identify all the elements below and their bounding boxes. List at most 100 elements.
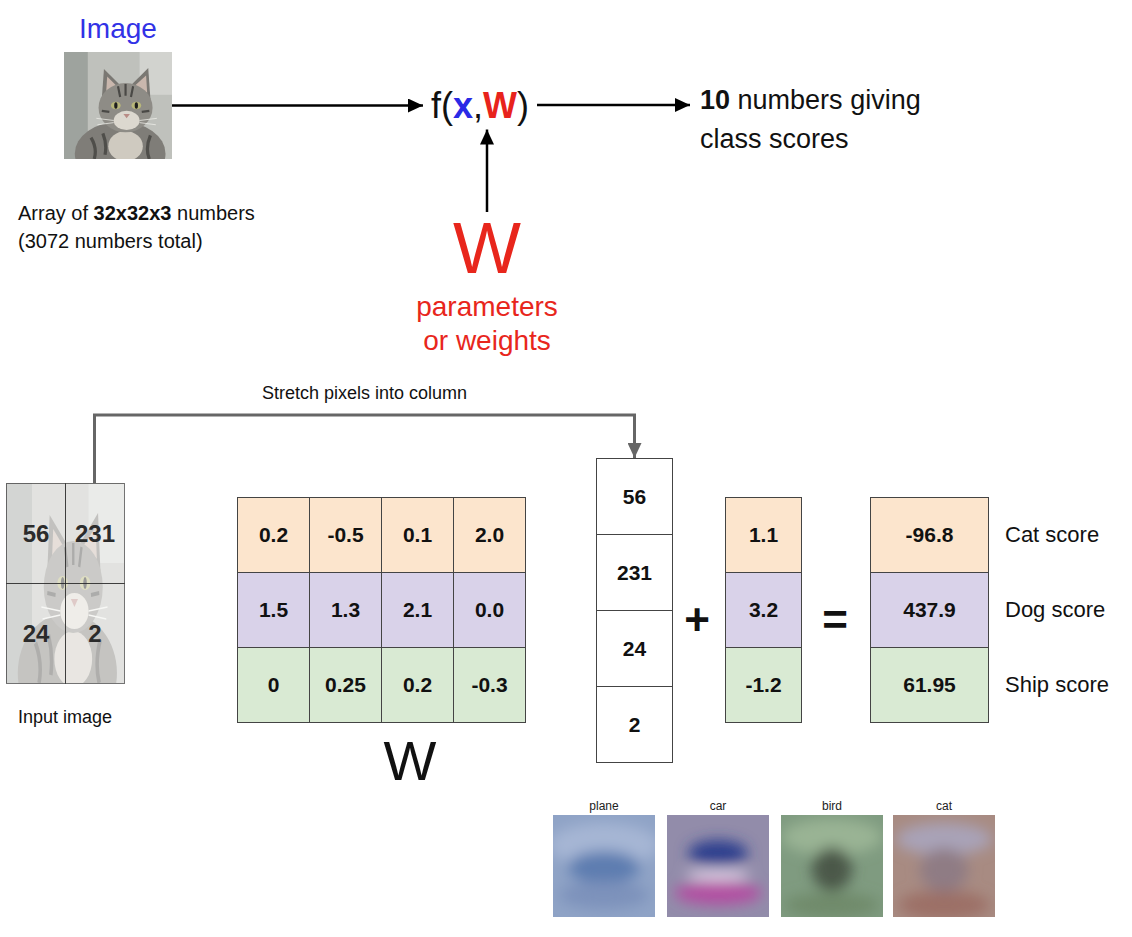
arrow-connector	[95, 415, 635, 483]
text-run: W	[483, 85, 517, 126]
cell-value: 0.2	[259, 523, 288, 547]
parameter-label: Wparameters or weights	[416, 212, 558, 357]
pixel-value: 24	[23, 620, 50, 648]
vector-cell: 24	[596, 610, 673, 687]
matrix-cell: 0.25	[309, 647, 382, 723]
pixel-value: 56	[23, 520, 50, 548]
score-cell: 61.95Ship score	[870, 647, 989, 723]
template-label: bird	[822, 799, 842, 813]
caption: Input image	[18, 707, 112, 729]
cell-value: 437.9	[903, 598, 956, 622]
text-run: x	[453, 85, 473, 126]
arrow-connector	[537, 104, 690, 107]
text-run: (	[441, 85, 453, 126]
text-run: of	[71, 202, 88, 224]
matrix-cell: 0.0	[453, 572, 526, 648]
heading: Image	[79, 12, 157, 46]
plane-template	[549, 815, 659, 917]
cell-value: 0.0	[475, 598, 504, 622]
matrix-cell: -0.5	[309, 497, 382, 573]
cell-value: 24	[623, 637, 646, 661]
text-run: ,	[473, 85, 483, 126]
input-image: Input image56231242	[6, 483, 124, 683]
function-label: f(x,W)	[423, 81, 537, 130]
matrix-cell: 0	[237, 647, 310, 723]
vector-cell: 231	[596, 534, 673, 611]
text-run: 32x32x3	[94, 202, 172, 224]
cell-value: -0.3	[471, 673, 507, 697]
text-run: giving	[850, 85, 921, 115]
template-label: cat	[936, 799, 952, 813]
cell-value: 1.1	[749, 523, 778, 547]
template-blur	[782, 819, 882, 917]
cell-value: 0	[268, 673, 280, 697]
class-label: Ship score	[1005, 672, 1109, 698]
text-run: scores	[769, 124, 849, 154]
bias-cell: -1.2	[725, 647, 802, 723]
output-text: 10 numbers giving class scores	[690, 81, 921, 159]
text-run: class	[700, 124, 762, 154]
text-run: 10	[700, 85, 730, 115]
symbol-text: W	[384, 733, 437, 789]
cat-photo	[64, 52, 172, 186]
pixel-value: 2	[88, 620, 101, 648]
cell-value: 2	[629, 713, 641, 737]
matrix-cell: 0.2	[381, 647, 454, 723]
arrow-connector	[172, 104, 423, 107]
text-run: numbers	[738, 85, 843, 115]
text-run: weights	[456, 325, 551, 356]
cell-value: -1.2	[745, 673, 781, 697]
matrix-cell: 1.3	[309, 572, 382, 648]
vector-cell: 2	[596, 686, 673, 763]
cell-value: 231	[617, 561, 652, 585]
caption: Array of 32x32x3 numbers (3072 numbers t…	[18, 199, 255, 255]
cat-template	[893, 815, 995, 919]
caption: parameters or weights	[416, 290, 558, 357]
template-blur	[674, 840, 762, 905]
operator-sign: +	[684, 598, 710, 642]
text-run: )	[517, 85, 529, 126]
score-cell: -96.8Cat score	[870, 497, 989, 573]
operator-sign: =	[822, 598, 848, 642]
matrix-cell: -0.3	[453, 647, 526, 723]
cell-value: 0.25	[325, 673, 366, 697]
pixel-cell: 231	[65, 483, 125, 584]
text-run: numbers	[75, 230, 153, 252]
class-label: Cat score	[1005, 522, 1099, 548]
template-label: car	[710, 799, 727, 813]
matrix-cell: 2.1	[381, 572, 454, 648]
cell-value: 1.3	[331, 598, 360, 622]
cell-value: 0.1	[403, 523, 432, 547]
matrix-cell: 1.5	[237, 572, 310, 648]
car-template	[667, 815, 769, 917]
vector-cell: 56	[596, 458, 673, 535]
pixel-cell: 24	[6, 583, 66, 684]
symbol-text: W	[416, 212, 558, 284]
cell-value: -96.8	[906, 523, 954, 547]
arrow-connector	[486, 130, 489, 213]
function-text: f(x,W)	[431, 83, 529, 128]
pixel-cell: 56	[6, 483, 66, 584]
weight-matrix: W0.2-0.50.12.01.51.32.10.000.250.2-0.3	[237, 497, 526, 723]
class-label: Dog score	[1005, 597, 1105, 623]
template-blur	[549, 823, 659, 909]
pixel-value: 231	[75, 520, 115, 548]
faded-cat-photo	[6, 483, 124, 733]
matrix-cell: 2.0	[453, 497, 526, 573]
image-box: ImageArray of 32x32x3 numbers (3072 numb…	[64, 52, 172, 159]
cell-value: -0.5	[327, 523, 363, 547]
template-blur	[896, 823, 992, 919]
cell-value: 56	[623, 485, 646, 509]
cell-value: 1.5	[259, 598, 288, 622]
bias-cell: 1.1	[725, 497, 802, 573]
text-run: total)	[158, 230, 202, 252]
bias-cell: 3.2	[725, 572, 802, 648]
bird-template	[781, 815, 883, 917]
text-run: parameters	[416, 291, 558, 322]
matrix-cell: 0.1	[381, 497, 454, 573]
cell-value: 3.2	[749, 598, 778, 622]
connector-label: Stretch pixels into column	[259, 383, 470, 405]
